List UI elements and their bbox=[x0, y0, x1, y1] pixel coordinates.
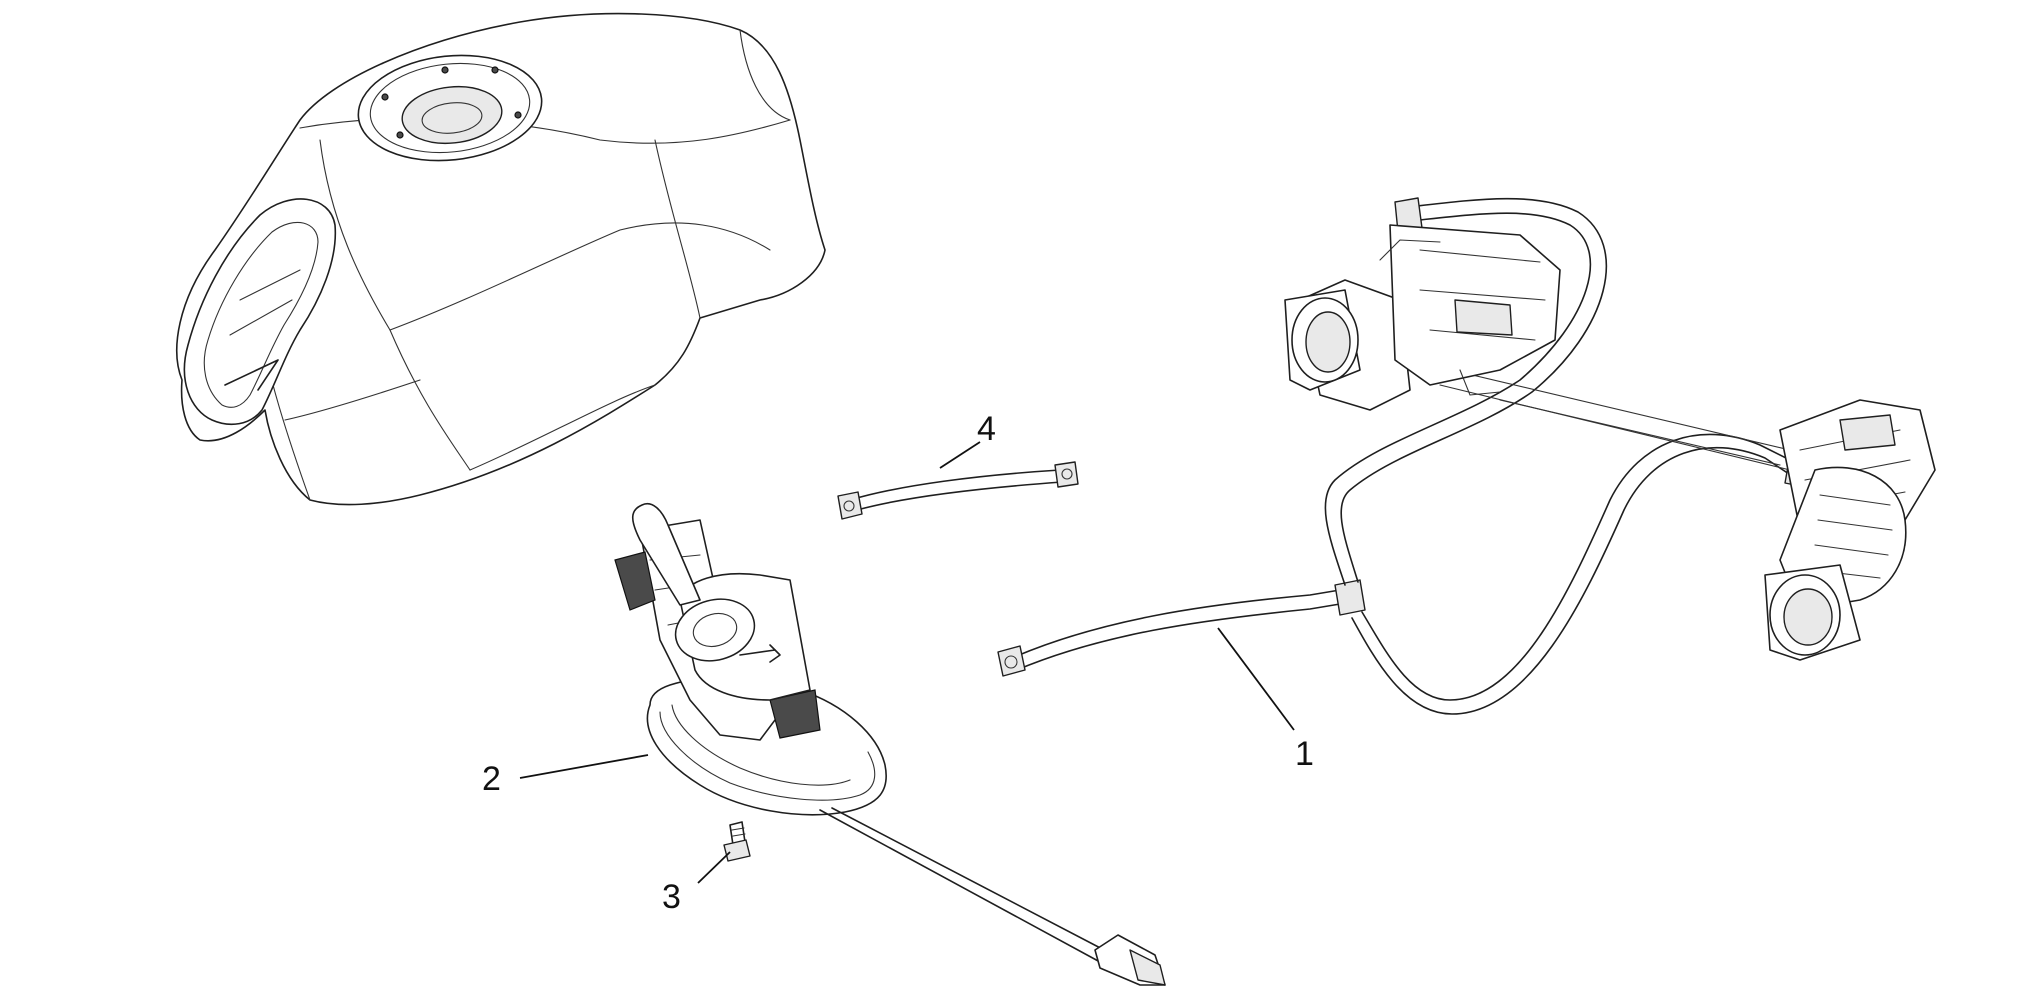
callout-1: 1 bbox=[1295, 735, 1314, 773]
callout-leaders bbox=[519, 441, 1295, 884]
throttle-body-assembly bbox=[1284, 224, 1936, 661]
leader-4 bbox=[939, 441, 981, 469]
short-fuel-hose bbox=[837, 461, 1079, 520]
fuel-tank bbox=[176, 12, 826, 506]
leader-3 bbox=[697, 851, 731, 884]
callout-labels: 1 2 3 4 bbox=[482, 410, 1314, 916]
callout-4: 4 bbox=[977, 410, 996, 448]
callout-2: 2 bbox=[482, 760, 501, 798]
fuel-pump-assembly bbox=[614, 503, 1166, 986]
leader-1 bbox=[1217, 627, 1295, 731]
leader-2 bbox=[519, 754, 649, 779]
callout-3: 3 bbox=[662, 878, 681, 916]
